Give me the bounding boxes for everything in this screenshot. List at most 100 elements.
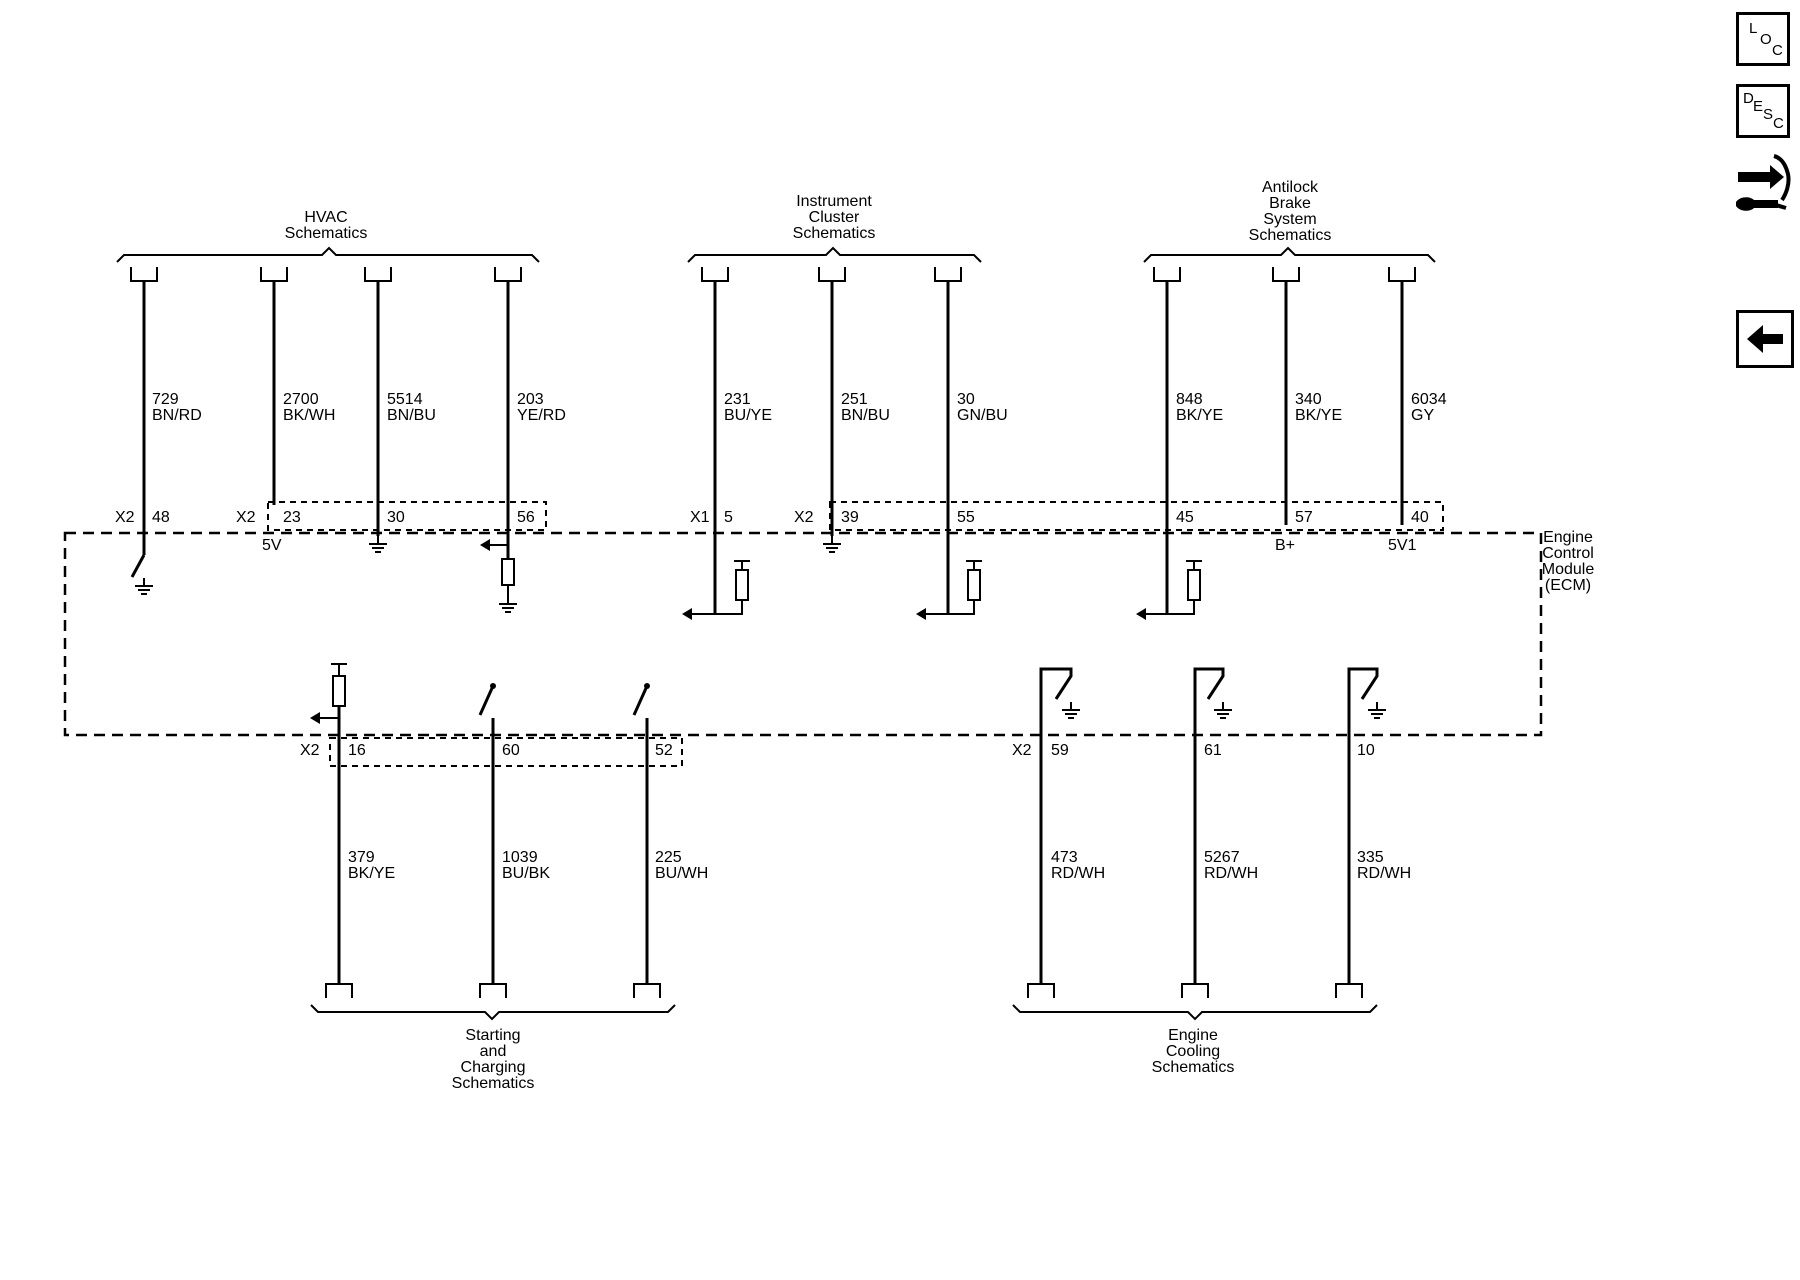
svg-text:848: 848: [1176, 391, 1203, 408]
svg-text:X2: X2: [300, 742, 320, 759]
wire-473: X2 59 473 RD/WH: [1012, 667, 1105, 999]
svg-text:56: 56: [517, 509, 535, 526]
svg-text:X2: X2: [1012, 742, 1032, 759]
svg-text:6034: 6034: [1411, 391, 1447, 408]
desc-letter-s: S: [1763, 106, 1774, 123]
loc-letter-c: C: [1772, 42, 1783, 59]
cooling-brace: [1012, 1004, 1378, 1021]
desc-button[interactable]: D E S C: [1736, 84, 1790, 138]
svg-text:RD/WH: RD/WH: [1204, 865, 1258, 882]
svg-text:30: 30: [957, 391, 975, 408]
wire-335: 10 335 RD/WH: [1335, 667, 1411, 999]
svg-text:BK/YE: BK/YE: [1176, 407, 1223, 424]
starting-label-4: Schematics: [452, 1075, 535, 1092]
wire-30: 30 GN/BU 55: [916, 266, 1008, 620]
wire-729: 729 BN/RD X2 48: [115, 266, 202, 595]
svg-text:RD/WH: RD/WH: [1051, 865, 1105, 882]
svg-text:BU/BK: BU/BK: [502, 865, 550, 882]
svg-text:45: 45: [1176, 509, 1194, 526]
svg-text:340: 340: [1295, 391, 1322, 408]
svg-text:RD/WH: RD/WH: [1357, 865, 1411, 882]
svg-text:39: 39: [841, 509, 859, 526]
abs-label-3: System: [1263, 211, 1316, 228]
ecm-label-2: Control: [1542, 545, 1594, 562]
starting-label-2: and: [480, 1043, 507, 1060]
svg-text:61: 61: [1204, 742, 1222, 759]
starting-label-1: Starting: [465, 1027, 520, 1044]
svg-text:5267: 5267: [1204, 849, 1240, 866]
svg-text:B+: B+: [1275, 537, 1295, 554]
ecm-module-outline: [63, 531, 1543, 737]
wire-203: 203 YE/RD 56: [480, 266, 566, 613]
svg-text:5: 5: [724, 509, 733, 526]
svg-text:GY: GY: [1411, 407, 1434, 424]
svg-text:379: 379: [348, 849, 375, 866]
svg-text:BK/YE: BK/YE: [1295, 407, 1342, 424]
connector-tools-icon[interactable]: [1730, 150, 1792, 222]
svg-text:1039: 1039: [502, 849, 538, 866]
abs-label-1: Antilock: [1262, 179, 1319, 196]
desc-letter-c: C: [1773, 115, 1784, 132]
loc-button[interactable]: L O C: [1736, 12, 1790, 66]
svg-text:251: 251: [841, 391, 868, 408]
svg-text:X2: X2: [794, 509, 814, 526]
ipc-brace: [687, 246, 982, 263]
wire-1039: 60 1039 BU/BK: [478, 683, 550, 999]
svg-text:231: 231: [724, 391, 751, 408]
svg-text:40: 40: [1411, 509, 1429, 526]
wire-6034: 6034 GY 40 5V1: [1388, 266, 1447, 554]
wire-251: 251 BN/BU X2 39: [794, 266, 890, 553]
connector-x2-box-bottom: [329, 737, 683, 767]
svg-text:BK/YE: BK/YE: [348, 865, 395, 882]
wire-848: 848 BK/YE 45: [1136, 266, 1223, 620]
ecm-label-4: (ECM): [1545, 577, 1591, 594]
wire-340: 340 BK/YE 57 B+: [1272, 266, 1342, 554]
back-arrow-icon: [1747, 325, 1783, 353]
desc-letter-e: E: [1753, 98, 1764, 115]
wire-231: 231 BU/YE X1 5: [682, 266, 772, 620]
wire-5267: 61 5267 RD/WH: [1181, 667, 1258, 999]
hvac-brace: [116, 246, 540, 263]
hvac-label-2: Schematics: [285, 225, 368, 242]
ipc-label-3: Schematics: [793, 225, 876, 242]
svg-text:X2: X2: [236, 509, 256, 526]
svg-text:335: 335: [1357, 849, 1384, 866]
svg-text:BN/BU: BN/BU: [841, 407, 890, 424]
svg-text:BU/WH: BU/WH: [655, 865, 708, 882]
svg-text:BK/WH: BK/WH: [283, 407, 335, 424]
svg-text:BU/YE: BU/YE: [724, 407, 772, 424]
abs-brace: [1143, 246, 1436, 263]
svg-text:30: 30: [387, 509, 405, 526]
ecm-label-1: Engine: [1543, 529, 1593, 546]
starting-brace: [310, 1004, 676, 1021]
ipc-label-2: Cluster: [809, 209, 860, 226]
svg-text:55: 55: [957, 509, 975, 526]
svg-text:5V1: 5V1: [1388, 537, 1417, 554]
wire-2700: 2700 BK/WH X2 23 5V: [236, 266, 335, 554]
svg-text:YE/RD: YE/RD: [517, 407, 566, 424]
svg-text:X2: X2: [115, 509, 135, 526]
cooling-label-1: Engine: [1168, 1027, 1218, 1044]
loc-letter-l: L: [1749, 20, 1758, 37]
ecm-label-3: Module: [1542, 561, 1595, 578]
cooling-label-3: Schematics: [1152, 1059, 1235, 1076]
svg-text:5514: 5514: [387, 391, 423, 408]
svg-text:52: 52: [655, 742, 673, 759]
connector-x2-box-top-center: [829, 501, 1444, 531]
back-button[interactable]: [1736, 310, 1794, 368]
svg-text:5V: 5V: [262, 537, 282, 554]
svg-text:2700: 2700: [283, 391, 319, 408]
wire-5514: 5514 BN/BU 30: [364, 266, 436, 553]
svg-text:203: 203: [517, 391, 544, 408]
ipc-label-1: Instrument: [796, 193, 872, 210]
loc-letter-o: O: [1760, 31, 1772, 48]
svg-text:16: 16: [348, 742, 366, 759]
cooling-label-2: Cooling: [1166, 1043, 1220, 1060]
svg-text:10: 10: [1357, 742, 1375, 759]
svg-text:X1: X1: [690, 509, 710, 526]
svg-text:60: 60: [502, 742, 520, 759]
svg-text:225: 225: [655, 849, 682, 866]
svg-text:473: 473: [1051, 849, 1078, 866]
desc-letter-d: D: [1743, 90, 1754, 107]
